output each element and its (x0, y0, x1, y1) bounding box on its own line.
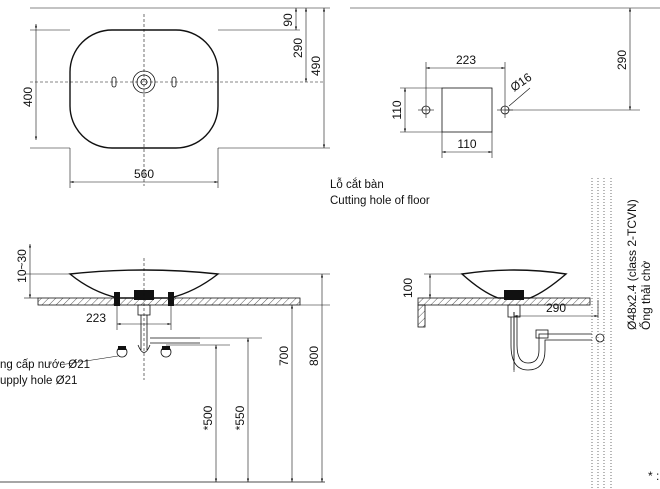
dim-290: 290 (291, 38, 305, 58)
dim-290-cut: 290 (615, 50, 629, 70)
dim-800: 800 (307, 346, 321, 366)
side-view: 100 290 Ø48x2.4 (class 2-TCVN) Ống thải … (401, 178, 659, 489)
dim-490: 490 (309, 56, 323, 76)
dim-dia16: Ø16 (508, 70, 535, 95)
dim-290-side: 290 (546, 301, 566, 315)
fixing-hole-right (171, 76, 177, 88)
basin-side (460, 269, 568, 299)
supply-valve-left (116, 346, 128, 358)
dim-90: 90 (281, 13, 295, 27)
drain-icon (132, 70, 156, 94)
dim-550: *550 (233, 405, 247, 430)
dim-110-horizontal: 110 (457, 137, 476, 151)
dim-400: 400 (21, 87, 35, 107)
supply-hole-label-vi: ng cấp nước Ø21 (0, 359, 90, 371)
dim-10-30: 10~30 (15, 249, 29, 283)
fixing-hole-left (111, 76, 117, 88)
top-view: 400 560 90 290 490 (21, 7, 330, 188)
dim-500: *500 (201, 405, 215, 430)
cutting-hole-label-en: Cutting hole of floor (330, 195, 430, 207)
dim-223-cut: 223 (456, 53, 476, 67)
cut-square (441, 87, 493, 133)
dim-100: 100 (401, 278, 415, 298)
cutting-hole-label-vi: Lỗ cắt bàn (330, 178, 384, 191)
dim-700: 700 (277, 346, 291, 366)
p-trap (510, 339, 592, 371)
basin-front (68, 269, 220, 299)
hole-marker-left (418, 102, 434, 118)
supply-hole-label-en: upply hole Ø21 (0, 375, 77, 387)
drain-pipe-class: Ø48x2.4 (class 2-TCVN) (625, 199, 639, 330)
cutting-hole-view: 223 110 110 Ø16 290 Lỗ cắt bàn Cutting h… (330, 7, 660, 207)
dim-223-front: 223 (86, 311, 106, 325)
supply-valve-right (160, 346, 172, 358)
footnote: * : (648, 469, 659, 483)
front-view: 10~30 223 ng cấp nước Ø21 upply hole Ø21 (0, 244, 330, 483)
drain-pipe-label-vi: Ống thải chờ (638, 261, 653, 330)
dim-110-vertical: 110 (390, 100, 404, 119)
dim-560: 560 (134, 167, 154, 181)
